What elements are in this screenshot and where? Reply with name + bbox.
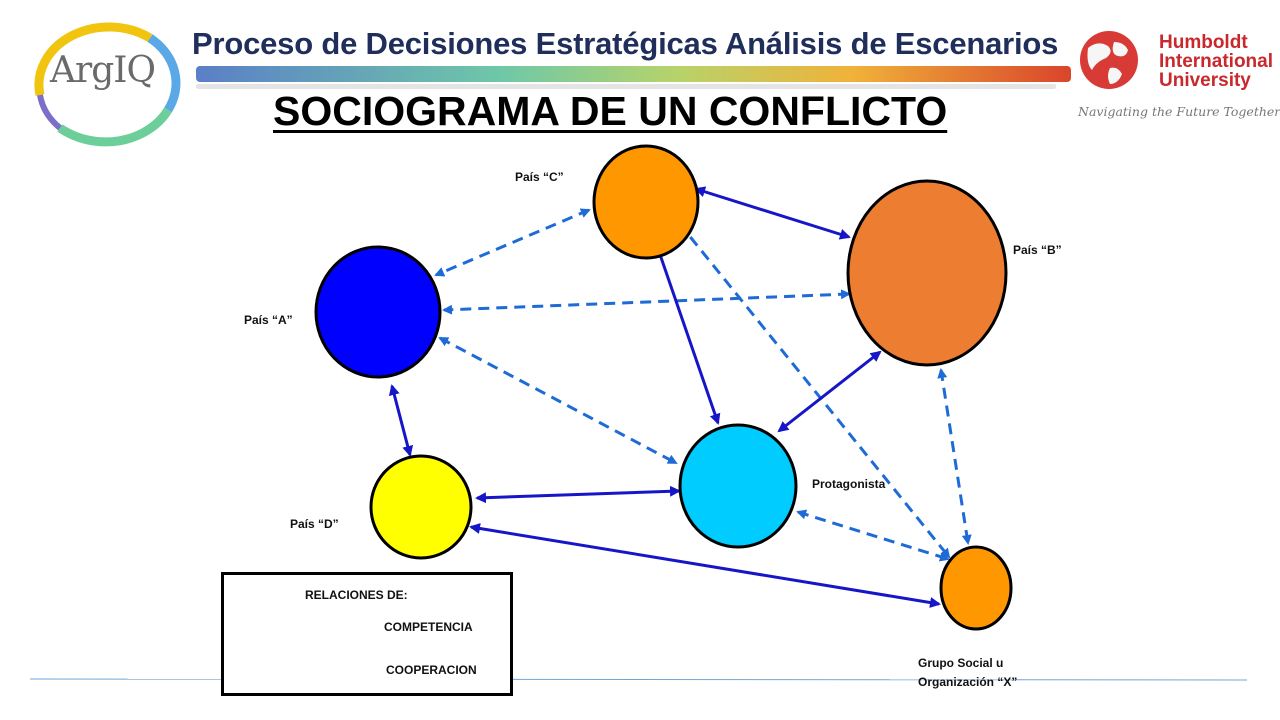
node-pais-d [369, 454, 473, 560]
node-pais-b [846, 179, 1008, 367]
edge-d-protagonista [475, 485, 681, 504]
node-pais-c [592, 144, 700, 260]
logo-arc-blue [147, 34, 181, 113]
label-pais-c: País “C” [515, 170, 564, 184]
edge-c-b [694, 186, 851, 240]
logo-arc-purple [37, 94, 62, 131]
footer-line [29, 678, 1248, 681]
label-grupo-x-line1: Grupo Social u [918, 656, 1004, 670]
hiu-logo-text: Humboldt International University [1159, 33, 1273, 90]
hiu-line-2: International [1159, 51, 1274, 72]
label-protagonista: Protagonista [812, 477, 886, 491]
edge-c-a [434, 208, 591, 277]
logo-arc-green [57, 107, 172, 147]
edge-protagonista-x [796, 509, 950, 562]
node-protagonista [678, 423, 798, 549]
hiu-tagline: Navigating the Future Together [1078, 104, 1280, 119]
nodes [314, 144, 1013, 631]
edge-b-a [442, 289, 851, 315]
header-gradient-bar [196, 66, 1071, 82]
legend-title: RELACIONES DE: [305, 588, 408, 602]
header-title: Proceso de Decisiones Estratégicas Análi… [192, 26, 1059, 61]
legend-cooperacion-label: COOPERACION [386, 663, 477, 677]
hiu-line-3: University [1159, 70, 1251, 91]
edge-b-x [937, 368, 972, 545]
header-bar-shadow [196, 84, 1056, 89]
legend-box [221, 572, 513, 696]
label-pais-d: País “D” [290, 517, 339, 531]
argiq-logo [34, 22, 181, 147]
edge-c-protagonista [652, 238, 721, 425]
logo-arc-yellow [34, 22, 153, 96]
page-title: SOCIOGRAMA DE UN CONFLICTO [273, 88, 948, 134]
label-grupo-x: Grupo Social u Organización “X” [918, 654, 1017, 692]
edge-a-d [388, 384, 414, 457]
edge-d-x [469, 523, 941, 608]
node-grupo-x [939, 545, 1013, 631]
cooperacion-edges [388, 186, 941, 608]
globe-icon [1080, 31, 1138, 89]
hiu-line-1: Humboldt [1159, 32, 1248, 53]
label-grupo-x-line2: Organización “X” [918, 675, 1018, 689]
argiq-logo-text: ArgIQ [50, 50, 156, 91]
node-pais-a [314, 245, 442, 379]
legend-competencia-label: COMPETENCIA [384, 620, 473, 634]
edge-a-protagonista [438, 336, 678, 465]
edge-b-protagonista [777, 350, 882, 433]
label-pais-b: País “B” [1013, 243, 1062, 257]
label-pais-a: País “A” [244, 313, 293, 327]
